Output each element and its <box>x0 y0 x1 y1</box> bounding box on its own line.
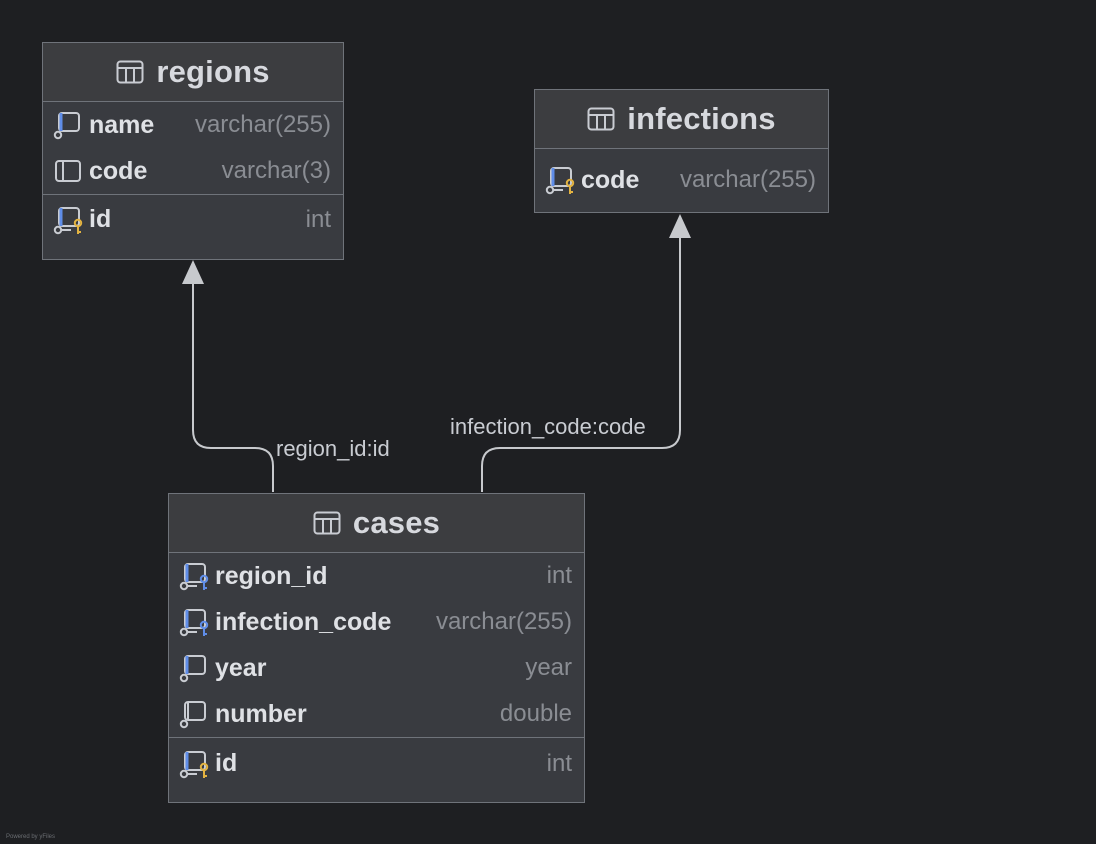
table-icon <box>313 511 341 535</box>
table-title: regions <box>156 54 270 89</box>
index-column-icon <box>179 653 209 683</box>
column-name: region_id <box>215 561 328 590</box>
primary-key-column-icon <box>179 749 209 779</box>
column-icon <box>179 699 209 729</box>
column-type: year <box>525 654 572 681</box>
arrowhead-infections-icon <box>669 214 691 238</box>
column-name: name <box>89 110 155 139</box>
foreign-key-column-icon <box>179 607 209 637</box>
relation-line-infection <box>481 234 681 492</box>
table-title: infections <box>627 101 776 136</box>
table-cases[interactable]: cases region_id int infection_code varch… <box>168 493 585 803</box>
column-row[interactable]: code varchar(255) <box>535 149 828 211</box>
column-type: double <box>499 700 572 727</box>
table-title: cases <box>352 505 441 540</box>
column-row[interactable]: id int <box>43 194 343 244</box>
relation-label-infection: infection_code:code <box>450 414 646 439</box>
column-row[interactable]: infection_code varchar(255) <box>169 599 584 645</box>
column-name: year <box>215 653 267 682</box>
primary-key-column-icon <box>53 205 83 235</box>
column-name: code <box>89 156 148 185</box>
column-name: code <box>581 165 640 194</box>
column-type: int <box>305 205 331 233</box>
column-type: varchar(255) <box>679 166 816 193</box>
column-type: int <box>546 562 572 589</box>
column-row[interactable]: number double <box>169 691 584 737</box>
column-name: number <box>215 699 307 728</box>
column-type: varchar(3) <box>221 157 331 184</box>
column-name: id <box>215 749 238 777</box>
column-name: infection_code <box>215 607 392 636</box>
table-infections[interactable]: infections code varchar(255) <box>534 89 829 213</box>
column-type: varchar(255) <box>194 111 331 138</box>
relation-label-region: region_id:id <box>276 436 390 461</box>
column-row[interactable]: id int <box>169 737 584 789</box>
table-icon <box>116 60 144 84</box>
table-header[interactable]: cases <box>169 494 584 553</box>
column-row[interactable]: year year <box>169 645 584 691</box>
column-row[interactable]: name varchar(255) <box>43 102 343 148</box>
column-icon <box>53 156 83 186</box>
primary-key-column-icon <box>545 165 575 195</box>
foreign-key-column-icon <box>179 561 209 591</box>
table-icon <box>587 107 615 131</box>
table-header[interactable]: regions <box>43 43 343 102</box>
relation-line-region <box>192 280 274 492</box>
column-row[interactable]: code varchar(3) <box>43 148 343 194</box>
table-header[interactable]: infections <box>535 90 828 149</box>
column-row[interactable]: region_id int <box>169 553 584 599</box>
column-name: id <box>89 205 112 233</box>
column-type: varchar(255) <box>435 608 572 635</box>
column-type: int <box>546 749 572 777</box>
index-column-icon <box>53 110 83 140</box>
arrowhead-regions-icon <box>182 260 204 284</box>
table-regions[interactable]: regions name varchar(255) code varchar(3… <box>42 42 344 260</box>
watermark: Powered by yFiles <box>6 834 56 840</box>
